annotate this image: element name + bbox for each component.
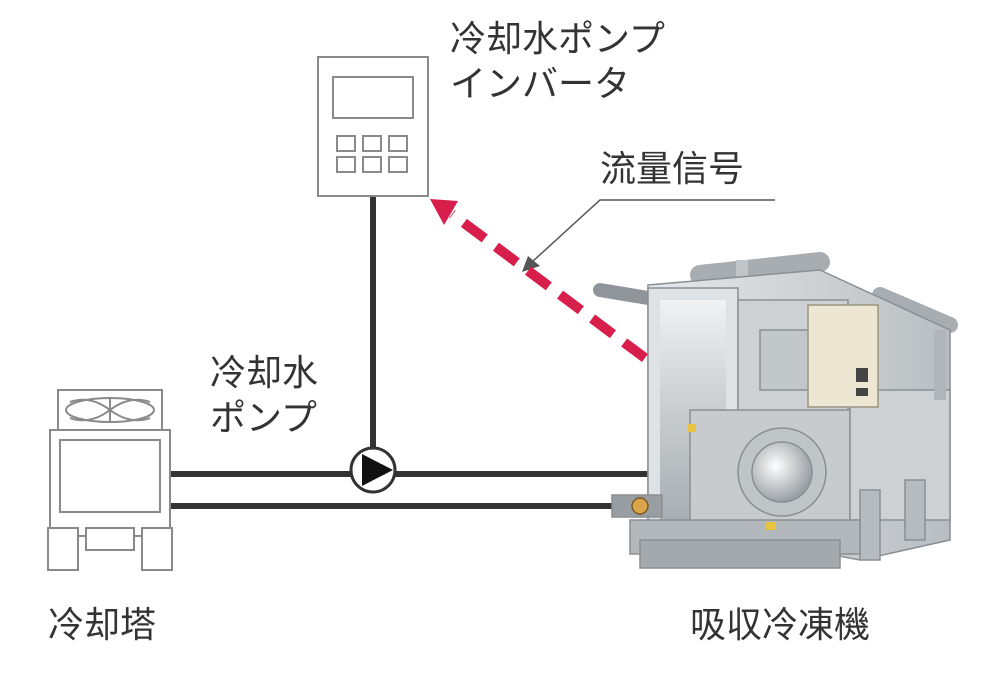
pump-label-line2: ポンプ: [210, 398, 317, 439]
absorption-chiller-image: [593, 252, 958, 569]
inverter-label-line1: 冷却水ポンプ: [450, 19, 665, 60]
inverter-label-line2: インバータ: [450, 64, 631, 105]
pump-label-line1: 冷却水: [210, 353, 319, 394]
flow-signal-leader-line: [531, 199, 775, 263]
cooling-tower-icon: [47, 389, 173, 571]
cooling-tower-label: 冷却塔: [48, 605, 157, 646]
flow-signal-arrow: [430, 199, 648, 363]
chiller-label: 吸収冷凍機: [690, 605, 871, 646]
leader-arrowhead-icon: [522, 256, 540, 272]
flow-signal-label: 流量信号: [600, 149, 745, 190]
cooling-water-piping: [168, 196, 648, 509]
inverter-panel-icon: [317, 56, 429, 197]
pump-symbol-icon: [349, 446, 397, 494]
